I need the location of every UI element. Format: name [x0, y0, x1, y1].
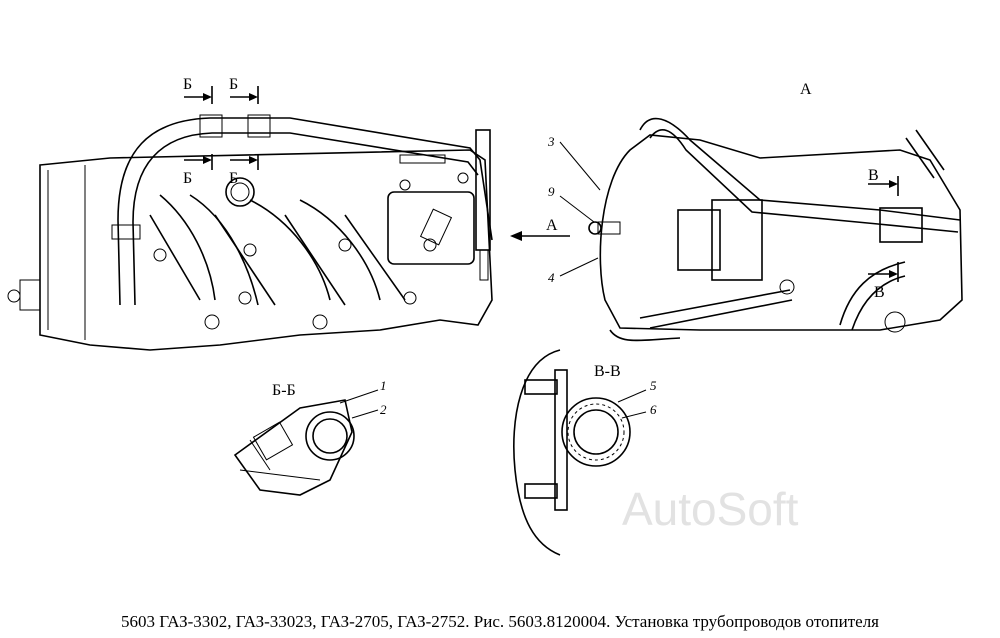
section-vv-title: В-В: [594, 363, 621, 380]
section-bb-view: [233, 389, 379, 496]
view-a-arrow-label: А: [546, 217, 558, 234]
section-mark-b-top-right: Б: [229, 76, 238, 93]
callout-2: 2: [380, 402, 387, 417]
callout-4: 4: [548, 270, 555, 285]
section-mark-b-bottom-right: Б: [229, 170, 238, 187]
section-mark-v-top: В: [868, 167, 879, 184]
engine-main-view: [7, 86, 570, 351]
callout-3: 3: [547, 134, 555, 149]
section-mark-b-top-left: Б: [183, 76, 192, 93]
side-view-title: А: [800, 81, 812, 98]
callout-6: 6: [650, 402, 657, 417]
section-mark-v-bottom: В: [874, 284, 885, 301]
figure-caption: 5603 ГАЗ-3302, ГАЗ-33023, ГАЗ-2705, ГАЗ-…: [120, 612, 879, 631]
callout-1: 1: [380, 378, 387, 393]
side-view-a: [559, 117, 963, 342]
section-mark-b-bottom-left: Б: [183, 170, 192, 187]
section-bb-title: Б-Б: [272, 382, 296, 399]
watermark: AutoSoft: [622, 483, 799, 535]
callout-9: 9: [548, 184, 555, 199]
callout-5: 5: [650, 378, 657, 393]
section-vv-view: [513, 349, 647, 556]
